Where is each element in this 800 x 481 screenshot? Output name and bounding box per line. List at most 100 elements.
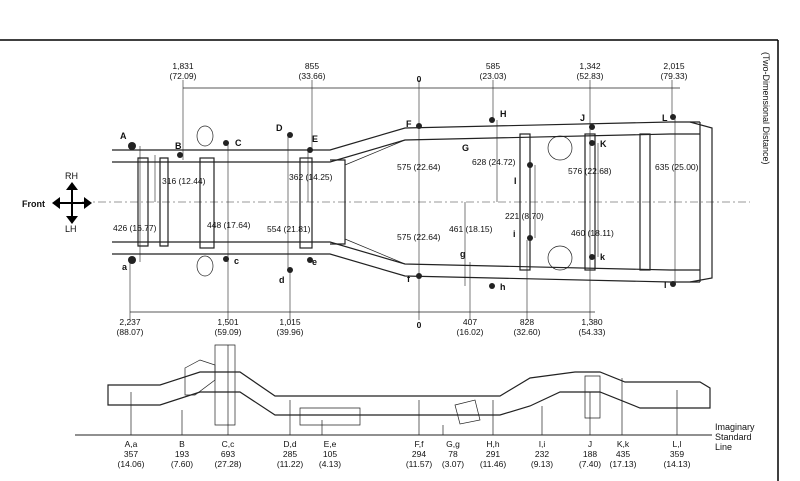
point-A: A (120, 131, 127, 141)
top-dim-1-mm: 1,831 (172, 61, 194, 71)
width-dim-4: 362 (14.25) (289, 172, 333, 182)
point-I: I (514, 176, 517, 186)
point-a: a (122, 262, 128, 272)
side-bracket-j (584, 375, 601, 419)
side-D-in: (11.22) (277, 459, 303, 469)
width-dimensions: 316 (12.44) 426 (16.77) 448 (17.64) 362 … (113, 157, 699, 242)
top-dim-5-mm: 1,342 (579, 61, 601, 71)
bottom-dim-6-mm: 828 (520, 317, 534, 327)
side-G-label: G,g (446, 439, 460, 449)
crossmember-3 (299, 157, 313, 249)
lh-rail-inner (112, 253, 700, 283)
width-dim-11: 576 (22.68) (568, 166, 612, 176)
bottom-dim-2-in: (59.09) (215, 327, 242, 337)
width-dim-3: 448 (17.64) (207, 220, 251, 230)
point-J: J (580, 113, 585, 123)
plan-point-labels: A B C D E F G H I J K L a c d e f g h i … (120, 109, 668, 292)
spring-rh (547, 135, 573, 161)
width-dim-verticals (139, 117, 676, 286)
side-C-label: C,c (222, 439, 236, 449)
side-H-in: (11.46) (480, 459, 506, 469)
side-I-label: I,i (539, 439, 546, 449)
front-label: Front (22, 199, 45, 209)
point-G: G (462, 143, 469, 153)
bottom-dim-6-in: (32.60) (514, 327, 541, 337)
width-dim-9: 461 (18.15) (449, 224, 493, 234)
side-J-in: (7.40) (579, 459, 601, 469)
x-brace (344, 139, 406, 265)
side-K-in: (17.13) (610, 459, 637, 469)
lh-label: LH (65, 224, 77, 234)
bottom-dim-7-mm: 1,380 (581, 317, 603, 327)
side-A-in: (14.06) (118, 459, 145, 469)
top-dim-1-in: (72.09) (170, 71, 197, 81)
spring-lh (547, 245, 573, 271)
mount-lc (196, 255, 214, 277)
rh-label: RH (65, 171, 78, 181)
point-h: h (500, 282, 506, 292)
side-D-label: D,d (283, 439, 297, 449)
width-dim-2: 426 (16.77) (113, 223, 157, 233)
side-B-label: B (179, 439, 185, 449)
top-dim-2-mm: 855 (305, 61, 319, 71)
width-dim-5: 554 (21.81) (267, 224, 311, 234)
point-i: i (513, 229, 516, 239)
point-g: g (460, 249, 466, 259)
side-L-label: L,l (673, 439, 682, 449)
standard-line-label-2: Standard (715, 432, 752, 442)
side-I-in: (9.13) (531, 459, 553, 469)
side-E-label: E,e (324, 439, 337, 449)
bottom-dim-verticals (129, 240, 528, 320)
top-dimensions: 1,831 (72.09) 855 (33.66) 0 585 (23.03) … (170, 61, 688, 84)
point-H: H (500, 109, 507, 119)
front-crossmember (137, 157, 169, 247)
side-G-in: (3.07) (442, 459, 464, 469)
side-F-mm: 294 (412, 449, 426, 459)
side-view: A,a 357 (14.06) B 193 (7.60) C,c 693 (27… (75, 344, 755, 469)
arrow-left-icon (52, 197, 60, 209)
point-l: l (664, 280, 667, 290)
side-bracket-e (299, 407, 361, 426)
side-A-mm: 357 (124, 449, 138, 459)
bottom-dim-4-mm: 0 (417, 320, 422, 330)
width-dim-12: 460 (18.11) (571, 228, 614, 238)
rear-crossmember (689, 121, 713, 283)
top-dim-3-mm: 0 (417, 74, 422, 84)
bottom-dim-7-in: (54.33) (579, 327, 606, 337)
point-K: K (600, 139, 607, 149)
side-L-in: (14.13) (664, 459, 691, 469)
top-dim-2-in: (33.66) (299, 71, 326, 81)
width-dim-1: 316 (12.44) (162, 176, 206, 186)
arrow-down-icon (66, 216, 78, 224)
side-J-mm: 188 (583, 449, 597, 459)
side-K-label: K,k (617, 439, 630, 449)
side-H-label: H,h (486, 439, 500, 449)
top-dim-5-in: (52.83) (577, 71, 604, 81)
width-dim-7: 575 (22.64) (397, 232, 441, 242)
side-L-mm: 359 (670, 449, 684, 459)
side-I-mm: 232 (535, 449, 549, 459)
bottom-dim-3-in: (39.96) (277, 327, 304, 337)
top-dim-verticals (182, 80, 673, 320)
side-bracket-g (454, 399, 481, 425)
point-B: B (175, 141, 182, 151)
width-dim-6: 575 (22.64) (397, 162, 441, 172)
top-dim-6-mm: 2,015 (663, 61, 685, 71)
crossmember-2 (199, 157, 215, 249)
standard-line-label-3: Line (715, 442, 732, 452)
side-A-label: A,a (125, 439, 138, 449)
top-dim-4-mm: 585 (486, 61, 500, 71)
arrow-right-icon (84, 197, 92, 209)
point-L: L (662, 113, 668, 123)
side-rail (107, 371, 711, 416)
point-D: D (276, 123, 283, 133)
side-vertical-measures (130, 345, 678, 435)
crossmember-4 (330, 159, 346, 245)
top-dim-4-in: (23.03) (480, 71, 507, 81)
side-mount-b (184, 359, 216, 396)
side-F-in: (11.57) (406, 459, 432, 469)
point-d: d (279, 275, 285, 285)
side-B-in: (7.60) (171, 459, 193, 469)
side-title: (Two-Dimensional Distance) (761, 52, 771, 165)
